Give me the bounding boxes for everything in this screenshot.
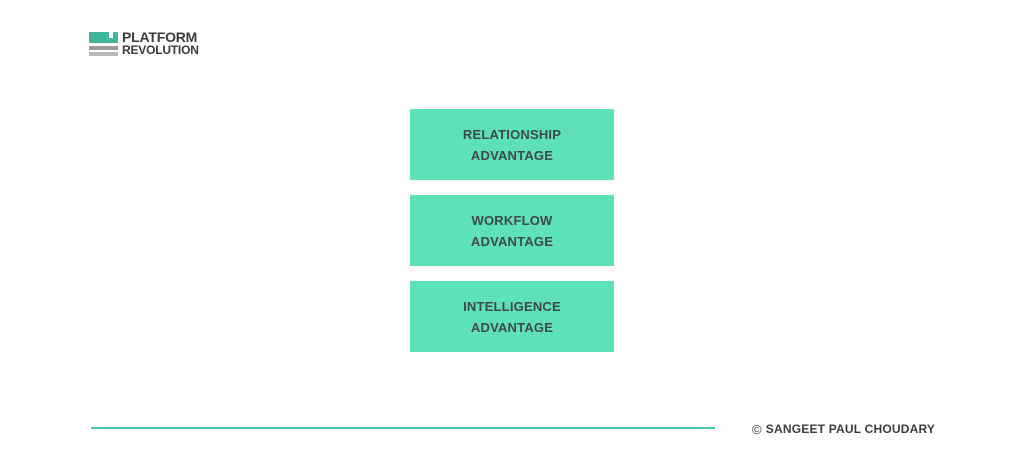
box-label-line1: WORKFLOW — [471, 212, 553, 228]
logo-mark-gray-bar-bottom — [89, 52, 118, 56]
workflow-advantage-box: WORKFLOW ADVANTAGE — [410, 195, 614, 266]
logo-wordmark: PLATFORM REVOLUTION — [122, 29, 199, 57]
box-label-line2: ADVANTAGE — [470, 319, 554, 335]
logo-mark-teal-bar — [89, 32, 118, 43]
box-label-line1: INTELLIGENCE — [463, 298, 561, 314]
logo-mark-notch — [109, 32, 113, 38]
intelligence-advantage-box: INTELLIGENCE ADVANTAGE — [410, 281, 614, 352]
box-label: WORKFLOW ADVANTAGE — [471, 210, 553, 252]
box-label-line1: RELATIONSHIP — [462, 126, 562, 142]
box-label-line2: ADVANTAGE — [470, 147, 554, 163]
logo-mark-gray-bar-top — [89, 46, 118, 50]
logo-wordmark-line2: REVOLUTION — [122, 43, 199, 57]
footer-divider — [91, 427, 715, 429]
logo-wordmark-line1: PLATFORM — [122, 29, 198, 45]
copyright-icon: © — [752, 421, 762, 437]
copyright-notice: © SANGEET PAUL CHOUDARY — [752, 421, 935, 437]
box-label: INTELLIGENCE ADVANTAGE — [463, 296, 561, 338]
copyright-text: SANGEET PAUL CHOUDARY — [765, 422, 936, 436]
logo-mark-icon — [89, 32, 119, 58]
platform-revolution-logo: PLATFORM REVOLUTION — [89, 29, 219, 58]
relationship-advantage-box: RELATIONSHIP ADVANTAGE — [410, 109, 614, 180]
advantage-stack: RELATIONSHIP ADVANTAGE WORKFLOW ADVANTAG… — [410, 109, 614, 352]
box-label: RELATIONSHIP ADVANTAGE — [463, 124, 561, 166]
box-label-line2: ADVANTAGE — [470, 233, 554, 249]
